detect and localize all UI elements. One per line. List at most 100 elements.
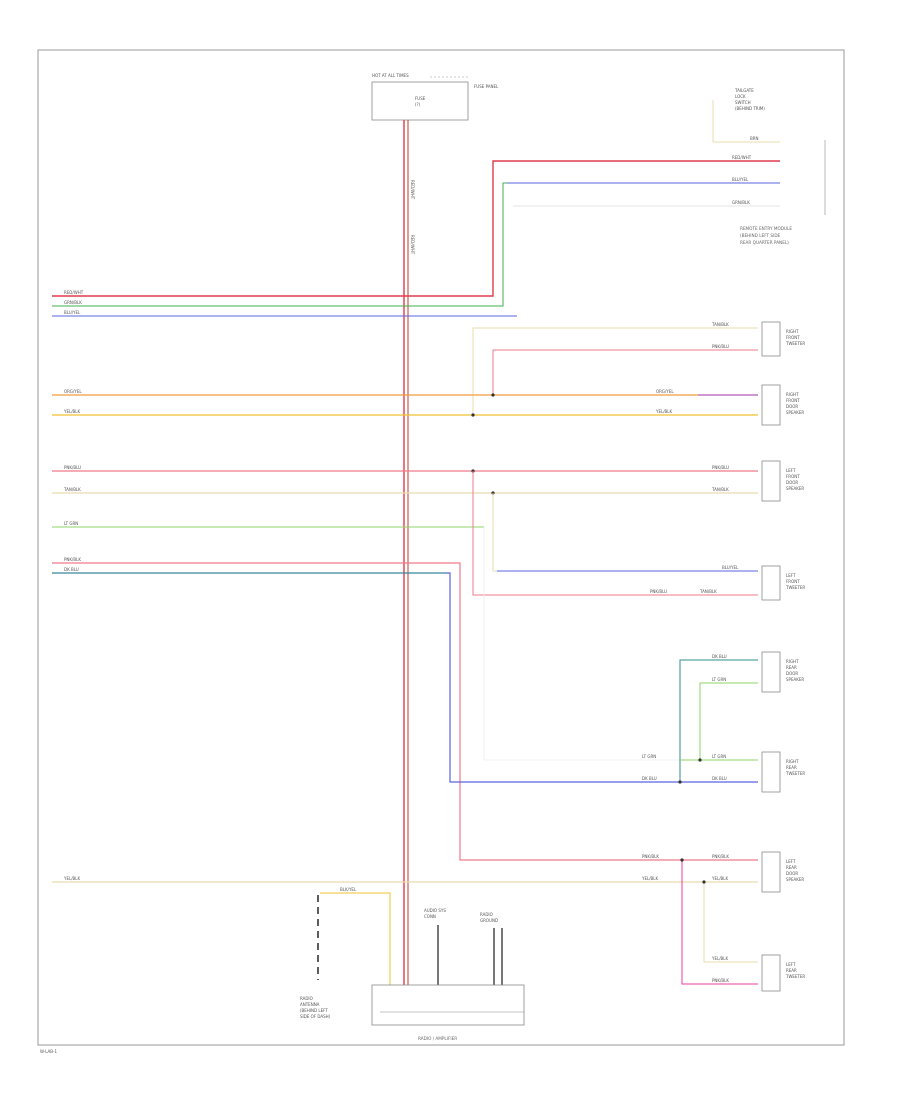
fuse-id-label: (?) — [415, 102, 421, 107]
connector-b-label: RADIO — [480, 912, 493, 917]
lr-tweeter-wire-tag: YEL/BLK — [711, 956, 729, 961]
rf-speaker-label-3: DOOR — [786, 404, 798, 409]
connector-a-label: AUDIO SYS — [424, 908, 446, 913]
lr-tweeter-label: LEFT — [786, 962, 796, 967]
antenna-wire-yellow — [320, 892, 391, 985]
splice-dot-2 — [491, 393, 495, 397]
rr-speaker-wire-teal — [679, 659, 758, 782]
fuse-panel-box — [371, 81, 469, 121]
connector-b-label-2: GROUND — [480, 918, 498, 923]
fuse-panel-label: FUSE PANEL — [474, 84, 499, 89]
module-wire-red-tag: RED/WHT — [732, 155, 752, 160]
module-label-2: (BEHIND LEFT SIDE — [740, 233, 781, 238]
left-wire-red-tag: RED/WHT — [64, 290, 84, 295]
rf-speaker-box — [761, 384, 781, 426]
rf-tweeter-box — [761, 321, 781, 357]
antenna-wire-tag: BLK/YEL — [340, 887, 357, 892]
lf-tweeter-label-3: TWEETER — [785, 585, 805, 590]
rr-tweeter-label-3: TWEETER — [785, 771, 805, 776]
lr-speaker-label-2: REAR — [786, 865, 797, 870]
rr-wire-magenta-tag: PNK/BLK — [64, 557, 81, 562]
lr-speaker-label-3: DOOR — [786, 871, 798, 876]
lf-speaker-label-3: DOOR — [786, 480, 798, 485]
rf-speaker-wire-tag-3: ORG/YEL — [656, 389, 674, 394]
module-label-3: REAR QUARTER PANEL) — [740, 240, 789, 245]
lr-speaker-wire-tag-2: PNK/BLK — [712, 854, 729, 859]
lr-tweeter-box — [761, 954, 781, 992]
splice-dot-7 — [680, 858, 684, 862]
rr-tweeter-wire-tag-3: DK BLU — [642, 776, 657, 781]
lf-tweeter-label: LEFT — [786, 573, 796, 578]
rf-speaker-wire-tag: ORG/YEL — [64, 389, 82, 394]
hot-at-all-times-label: HOT AT ALL TIMES — [372, 73, 409, 78]
lt-green-wire-tag: LT GRN — [64, 521, 78, 526]
tailgate-switch-label-4: (BEHIND TRIM) — [735, 106, 765, 111]
lr-tweeter-wire-magenta — [681, 860, 758, 985]
rr-wire-teal — [52, 572, 758, 783]
rr-tweeter-wire-tag-4: DK BLU — [712, 776, 727, 781]
rr-speaker-label-3: DOOR — [786, 671, 798, 676]
lr-speaker-label: LEFT — [786, 859, 796, 864]
lf-tweeter-label-2: FRONT — [786, 579, 800, 584]
tailgate-switch-label: TAILGATE — [734, 88, 754, 93]
lr-speaker-label-4: SPEAKER — [786, 877, 804, 882]
rf-tweeter-wire-tag: TAN/BLK — [711, 322, 729, 327]
rf-speaker-wire-tag-2: YEL/BLK — [63, 409, 81, 414]
lf-speaker-label-4: SPEAKER — [786, 486, 804, 491]
lr-wire-yellow-tag: YEL/BLK — [63, 876, 81, 881]
power-wire-tag-2: RED/WHT — [410, 235, 415, 255]
rr-tweeter-box — [761, 751, 781, 793]
lr-tweeter-wire-yellow — [703, 882, 758, 963]
rf-speaker-label-4: SPEAKER — [786, 410, 804, 415]
lf-tweeter-wire-tag-2: PNK/BLU — [650, 589, 667, 594]
lr-speaker-box — [761, 851, 781, 893]
rr-tweeter-label-2: REAR — [786, 765, 797, 770]
splice-dot — [471, 413, 475, 417]
antenna-label-4: SIDE OF DASH) — [300, 1014, 331, 1019]
module-label: REMOTE ENTRY MODULE — [740, 226, 792, 231]
rf-speaker-label: RIGHT — [786, 392, 799, 397]
antenna-label-3: (BEHIND LEFT — [300, 1008, 328, 1013]
lr-tweeter-wire-tag-2: PNK/BLK — [712, 978, 729, 983]
lf-tweeter-wire-pink — [472, 471, 758, 596]
rr-tweeter-label: RIGHT — [786, 759, 799, 764]
rr-speaker-wire-tag-2: LT GRN — [712, 677, 726, 682]
lf-speaker-label: LEFT — [786, 468, 796, 473]
lf-tweeter-wire-tag-3: TAN/BLK — [699, 589, 717, 594]
antenna-label-2: ANTENNA — [300, 1002, 320, 1007]
rr-wire-magenta — [52, 562, 758, 861]
rr-wire-teal-tag: DK BLU — [64, 567, 79, 572]
lf-speaker-wire-tag-3: PNK/BLU — [712, 465, 729, 470]
connector-a-label-2: CONN — [424, 914, 436, 919]
rf-speaker-wire-tag-4: YEL/BLK — [655, 409, 673, 414]
splice-dot-6 — [698, 758, 702, 762]
lr-tweeter-label-3: TWEETER — [785, 974, 805, 979]
power-wire-tag: RED/WHT — [410, 180, 415, 200]
lr-speaker-wire-tag: PNK/BLK — [642, 854, 659, 859]
lf-tweeter-wire-tag: BLU/YEL — [722, 565, 739, 570]
rf-tweeter-wire-tan — [472, 327, 758, 415]
lf-tweeter-box — [761, 565, 781, 601]
lf-speaker-wire-tag-4: TAN/BLK — [711, 487, 729, 492]
rf-tweeter-label-2: FRONT — [786, 335, 800, 340]
lr-speaker-wire-tag-4: YEL/BLK — [711, 876, 729, 881]
lf-speaker-wire-tag-2: TAN/BLK — [63, 487, 81, 492]
rr-tweeter-wire-tag: LT GRN — [642, 754, 656, 759]
module-wire-blue-tag: BLU/YEL — [732, 177, 749, 182]
tailgate-switch-label-3: SWITCH — [735, 100, 751, 105]
rr-speaker-label-4: SPEAKER — [786, 677, 804, 682]
left-wire-green-tag: GRN/BLK — [64, 300, 82, 305]
rr-speaker-wire-green — [699, 682, 758, 760]
tailgate-switch-label-2: LOCK — [735, 94, 746, 99]
rf-tweeter-label-3: TWEETER — [785, 341, 805, 346]
module-wire-red — [52, 160, 780, 297]
antenna-label: RADIO — [300, 996, 313, 1001]
splice-dot-5 — [678, 780, 682, 784]
rf-tweeter-wire-pink — [492, 349, 758, 395]
diagram-frame — [37, 49, 845, 1046]
lf-speaker-label-2: FRONT — [786, 474, 800, 479]
rr-speaker-label-2: REAR — [786, 665, 797, 670]
lf-speaker-box — [761, 460, 781, 502]
